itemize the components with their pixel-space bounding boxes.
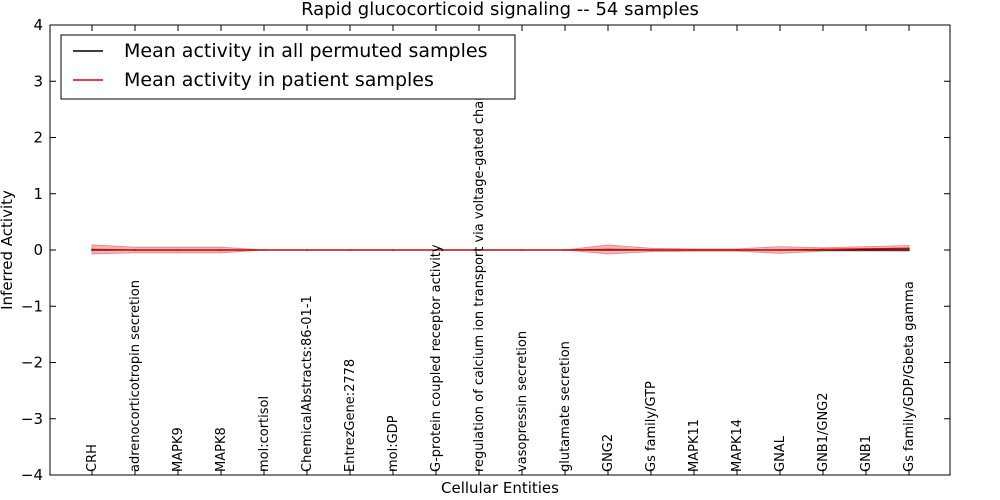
series-point-1 [306,249,308,251]
x-category-label: GNG2 [601,434,616,472]
x-category-label: Gs family/GDP/Gbeta gamma [902,281,917,472]
legend-label-patient: Mean activity in patient samples [124,69,434,91]
x-category-label: mol:cortisol [257,396,272,472]
series-point-1 [349,249,351,251]
y-tick-label: 4 [33,16,43,34]
series-point-1 [435,249,437,251]
x-category-label: MAPK9 [171,427,186,472]
series-point-1 [220,249,222,251]
x-axis-title: Cellular Entities [441,479,559,497]
x-category-label: EntrezGene:2778 [343,359,358,472]
x-category-label: G-protein coupled receptor activity [429,244,444,472]
series-point-1 [822,248,824,251]
y-tick-label: −3 [21,410,43,428]
series-point-0 [908,249,910,251]
x-category-label: GNAL [773,435,788,472]
series-point-1 [736,249,738,251]
y-tick-label: −4 [21,466,43,484]
series-point-1 [779,249,781,251]
x-category-label: mol:GDP [386,415,401,472]
x-category-label: glutamate secretion [558,341,573,472]
x-category-label: ChemicalAbstracts:86-01-1 [300,295,315,472]
series-point-1 [693,249,695,251]
legend-box [60,34,516,100]
x-category-label: regulation of calcium ion transport via … [472,73,487,472]
series-point-1 [564,249,566,251]
x-category-label: adrenocorticotropin secretion [128,280,143,472]
series-point-1 [91,248,93,251]
series-point-1 [865,248,867,250]
x-category-label: MAPK11 [687,419,702,472]
y-tick-label: −2 [21,354,43,372]
series-point-1 [263,249,265,251]
x-category-label: Gs family/GTP [644,381,659,472]
series-point-1 [908,247,910,250]
series-point-1 [650,249,652,251]
y-tick-label: 0 [33,241,43,259]
series-point-1 [177,249,179,251]
series-point-1 [521,249,523,251]
y-tick-label: 2 [33,129,43,147]
y-axis-ticks: 4 3 2 1 0 −1 −2 −3 −4 [21,16,950,484]
series-point-1 [607,248,609,251]
series-point-1 [134,249,136,251]
x-category-label: MAPK14 [730,419,745,472]
legend: Mean activity in all permuted samples Me… [60,34,516,100]
series-point-1 [392,249,394,251]
x-category-label: GNB1/GNG2 [816,392,831,472]
y-axis-title: Inferred Activity [0,190,16,310]
y-tick-label: 1 [33,185,43,203]
legend-label-permuted: Mean activity in all permuted samples [124,40,487,62]
y-tick-label: 3 [33,72,43,90]
series-line-1 [91,247,910,251]
series-point-0 [865,249,867,251]
chart-title: Rapid glucocorticoid signaling -- 54 sam… [301,0,699,20]
x-category-label: CRH [85,444,100,472]
y-tick-label: −1 [21,297,43,315]
x-category-label: MAPK8 [214,427,229,472]
x-category-label: vasopressin secretion [515,331,530,472]
x-category-label: GNB1 [859,435,874,472]
x-axis-ticks [91,25,910,475]
series-point-1 [478,249,480,251]
series-lines [91,247,910,251]
